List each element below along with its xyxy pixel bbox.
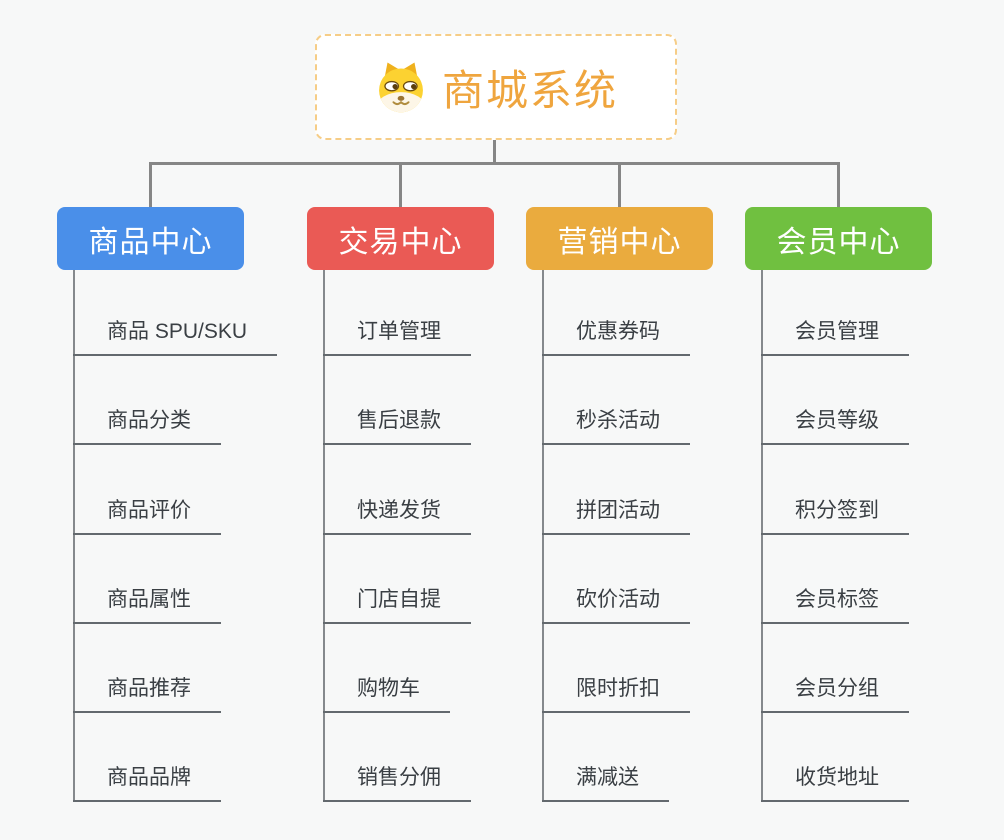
leaf-node[interactable]: 优惠券码 [542, 319, 690, 356]
leaf-node[interactable]: 商品推荐 [73, 676, 221, 713]
branch-node-member-center[interactable]: 会员中心 [745, 207, 932, 270]
leaf-node[interactable]: 拼团活动 [542, 498, 690, 535]
leaf-node[interactable]: 商品 SPU/SKU [73, 319, 278, 356]
leaf-node[interactable]: 收货地址 [761, 765, 909, 802]
connector-main-horizontal [149, 162, 840, 165]
leaf-node[interactable]: 商品评价 [73, 498, 221, 535]
connector-drop-branch-2 [399, 162, 402, 208]
branch-node-marketing-center[interactable]: 营销中心 [526, 207, 713, 270]
leaf-node[interactable]: 满减送 [542, 765, 669, 802]
leaf-node[interactable]: 购物车 [323, 676, 450, 713]
leaf-node[interactable]: 商品属性 [73, 587, 221, 624]
branch-title: 营销中心 [557, 225, 682, 259]
connector-column-2 [323, 270, 325, 801]
connector-column-1 [73, 270, 75, 801]
branch-node-trade-center[interactable]: 交易中心 [307, 207, 494, 270]
root-node-title: 商城系统 [441, 66, 618, 114]
leaf-node[interactable]: 砍价活动 [542, 587, 690, 624]
connector-root-stem [493, 140, 496, 165]
root-node-mall-system[interactable]: 商城系统 [315, 34, 677, 140]
connector-drop-branch-1 [149, 162, 152, 208]
leaf-node[interactable]: 会员管理 [761, 319, 909, 356]
connector-column-3 [542, 270, 544, 801]
leaf-node[interactable]: 售后退款 [323, 408, 471, 445]
connector-drop-branch-3 [618, 162, 621, 208]
leaf-node[interactable]: 销售分佣 [323, 765, 471, 802]
leaf-node[interactable]: 会员等级 [761, 408, 909, 445]
branch-title: 交易中心 [338, 225, 463, 259]
leaf-node[interactable]: 限时折扣 [542, 676, 690, 713]
leaf-node[interactable]: 快递发货 [323, 498, 471, 535]
leaf-node[interactable]: 门店自提 [323, 587, 471, 624]
leaf-node[interactable]: 会员分组 [761, 676, 909, 713]
leaf-node[interactable]: 商品分类 [73, 408, 221, 445]
leaf-node[interactable]: 会员标签 [761, 587, 909, 624]
leaf-node[interactable]: 秒杀活动 [542, 408, 690, 445]
connector-column-4 [761, 270, 763, 801]
connector-drop-branch-4 [837, 162, 840, 208]
branch-node-product-center[interactable]: 商品中心 [57, 207, 244, 270]
dog-face-icon [379, 62, 423, 113]
branch-title: 会员中心 [776, 225, 901, 259]
leaf-node[interactable]: 订单管理 [323, 319, 471, 356]
leaf-node[interactable]: 商品品牌 [73, 765, 221, 802]
leaf-node[interactable]: 积分签到 [761, 498, 909, 535]
branch-title: 商品中心 [88, 225, 213, 259]
